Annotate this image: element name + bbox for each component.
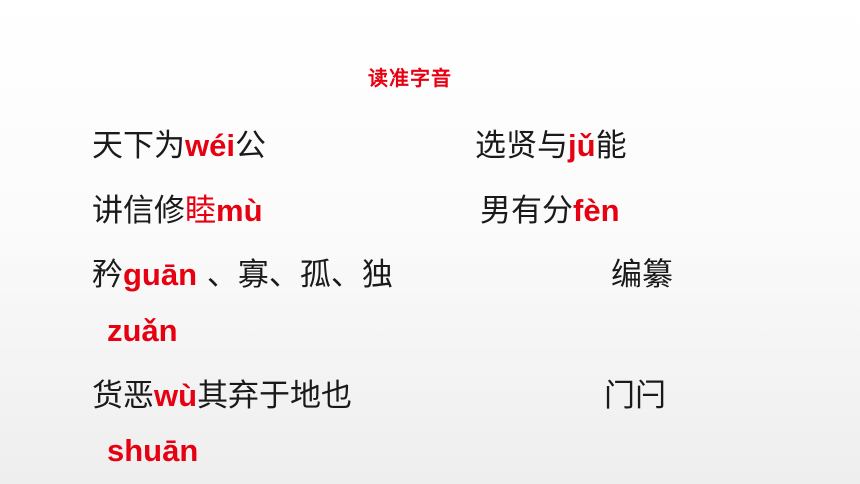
phrase-text: 货恶 — [92, 378, 154, 414]
slide-title: 读准字音 — [368, 66, 452, 90]
phrase-text: 能 — [595, 128, 627, 164]
pinyin-shuan: shuān — [107, 431, 198, 471]
phrase-bianzuan: 编纂 — [611, 255, 673, 295]
phrase-guan-gua-gu-du: 矜guān 、寡、孤、独 — [92, 255, 393, 295]
phrase-jiangxin-xiumu: 讲信修睦mù — [92, 191, 263, 231]
highlighted-character: 睦 — [185, 193, 216, 229]
phrase-nanyou-fen: 男有分fèn — [480, 191, 620, 231]
pinyin-annotation: jǔ — [568, 128, 596, 163]
phrase-text: 门闩 — [604, 378, 666, 414]
phrase-text: 公 — [234, 128, 266, 164]
pinyin-annotation: wù — [154, 378, 198, 413]
phrase-text: 矜 — [92, 257, 123, 293]
phrase-menshuan: 门闩 — [604, 376, 666, 416]
phrase-text: 、寡、孤、独 — [197, 257, 393, 293]
pinyin-annotation: shuān — [107, 433, 199, 468]
phrase-xuanxian-yuneng: 选贤与jǔ能 — [475, 126, 627, 166]
pinyin-zuan: zuǎn — [107, 311, 178, 351]
pinyin-annotation: fèn — [573, 193, 620, 228]
phrase-text: 选贤与 — [475, 128, 568, 164]
phrase-text: 讲信修 — [92, 193, 185, 229]
phrase-tianxia-weigong: 天下为wéi公 — [92, 126, 266, 166]
phrase-text: 男有分 — [480, 193, 573, 229]
pinyin-annotation: zuǎn — [107, 313, 178, 348]
phrase-text: 其弃于地也 — [197, 378, 353, 414]
phrase-text: 天下为 — [92, 128, 185, 164]
pinyin-annotation: mù — [216, 193, 263, 228]
phrase-text: 编纂 — [611, 257, 673, 293]
pinyin-annotation: wéi — [185, 128, 235, 163]
phrase-huowu-qiqi-yudi: 货恶wù其弃于地也 — [92, 376, 352, 416]
pinyin-annotation: guān — [123, 257, 198, 292]
